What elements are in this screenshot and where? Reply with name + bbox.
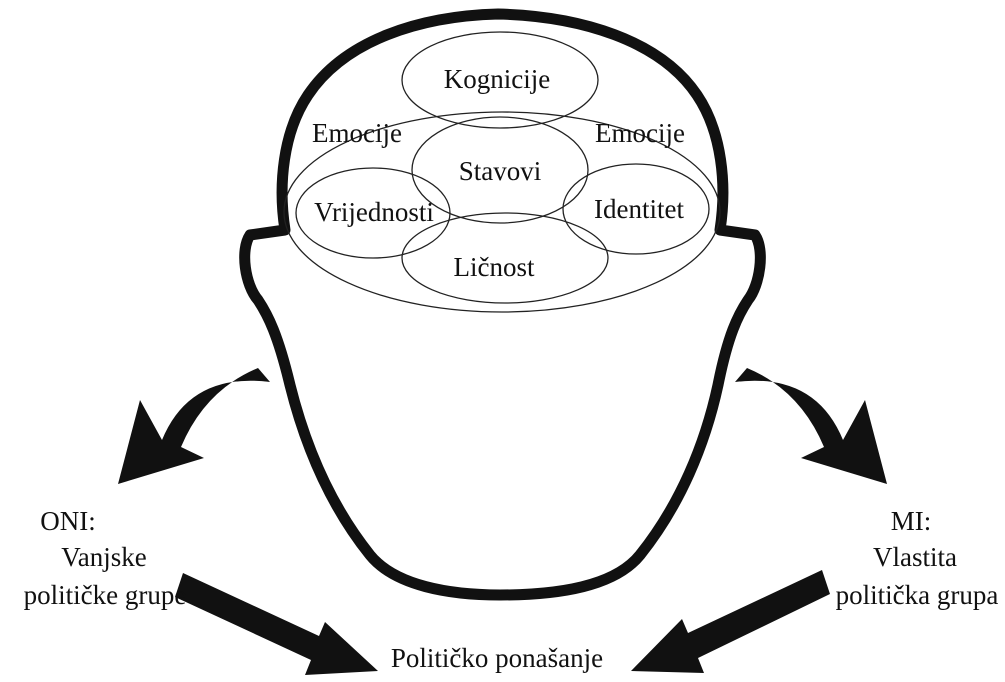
mi-line2: politička grupa xyxy=(836,580,999,610)
arrow-oni-to-behaviour xyxy=(175,573,378,675)
arrow-to-oni xyxy=(118,368,270,484)
arrow-mi-to-behaviour xyxy=(631,570,830,673)
mi-title: MI: xyxy=(891,506,932,536)
label-vrijednosti: Vrijednosti xyxy=(314,197,434,227)
licnost-circle xyxy=(401,212,609,304)
identitet-circle xyxy=(562,163,710,255)
oni-line1: Vanjske xyxy=(61,542,146,572)
brain-ellipse xyxy=(283,111,721,313)
label-kognicije: Kognicije xyxy=(444,64,550,94)
oni-title: ONI: xyxy=(40,506,96,536)
label-emocije-right: Emocije xyxy=(595,118,685,148)
label-identitet: Identitet xyxy=(594,194,684,224)
label-licnost: Ličnost xyxy=(454,252,535,282)
vrijednosti-circle xyxy=(295,167,451,259)
label-stavovi: Stavovi xyxy=(459,156,542,186)
oni-line2: političke grupe xyxy=(24,580,187,610)
mi-line1: Vlastita xyxy=(873,542,957,572)
stavovi-circle xyxy=(411,116,589,224)
kognicije-circle xyxy=(401,31,599,129)
outcome-label: Političko ponašanje xyxy=(391,643,603,673)
head-outline xyxy=(239,8,766,601)
arrow-to-mi xyxy=(735,368,887,484)
label-emocije-left: Emocije xyxy=(312,118,402,148)
